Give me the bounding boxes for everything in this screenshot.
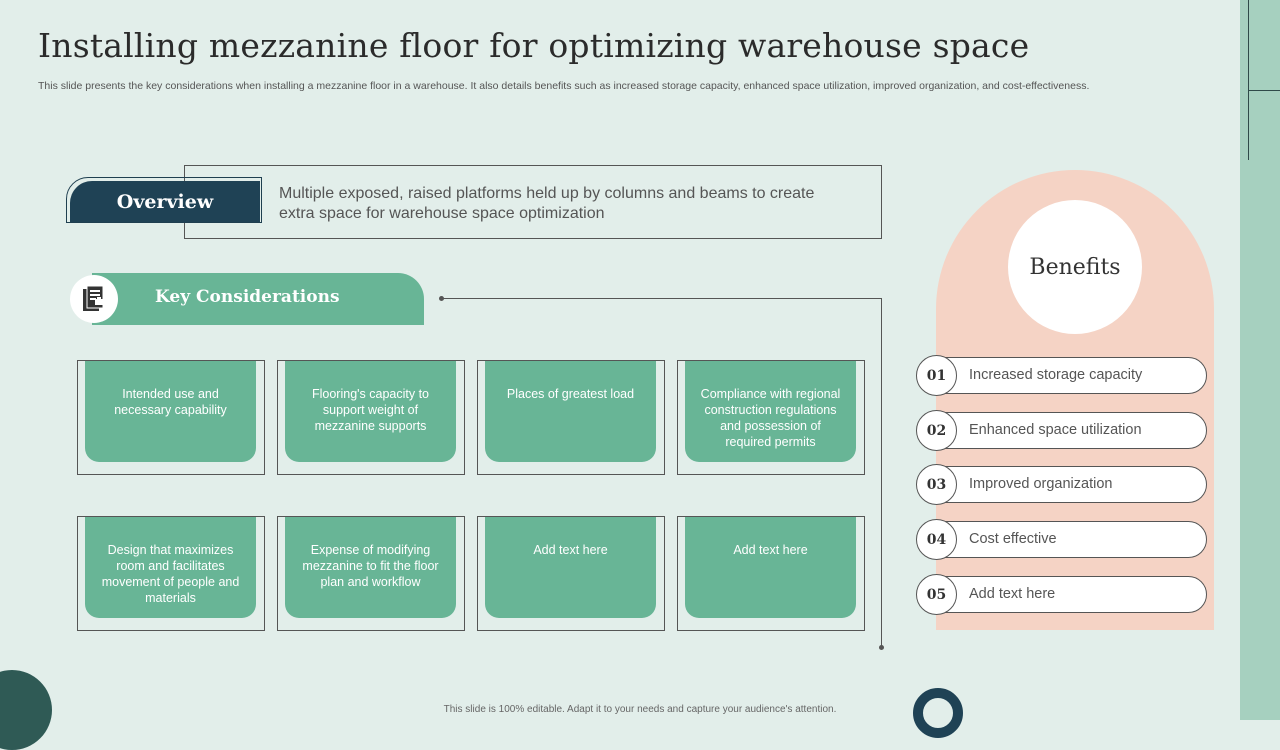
card-frame (77, 360, 265, 475)
card-frame (677, 516, 865, 631)
consideration-text: Places of greatest load (506, 387, 635, 401)
key-considerations-label: Key Considerations (155, 287, 340, 307)
key-considerations-bar (92, 273, 424, 325)
right-decorative-strip (1240, 0, 1280, 720)
benefit-pill (918, 521, 1207, 558)
benefit-number: 02 (916, 410, 957, 451)
benefit-text: Add text here (969, 586, 1056, 602)
strip-line-vertical (1248, 0, 1249, 160)
overview-text: Multiple exposed, raised platforms held … (279, 185, 815, 222)
consideration-card: Design that maximizes room and facilitat… (85, 517, 256, 618)
consideration-card: Intended use and necessary capability (85, 361, 256, 462)
consideration-card: Places of greatest load (485, 361, 656, 462)
card-frame (277, 360, 465, 475)
consideration-card: Add text here (685, 517, 856, 618)
key-considerations-icon-holder (70, 275, 118, 323)
benefit-number: 03 (916, 464, 957, 505)
overview-tab: Overview (70, 181, 260, 222)
benefit-number: 04 (916, 519, 957, 560)
card-frame (677, 360, 865, 475)
card-frame (277, 516, 465, 631)
consideration-text: Intended use and necessary capability (114, 387, 227, 417)
consideration-card: Compliance with regional construction re… (685, 361, 856, 462)
benefit-pill (918, 466, 1207, 503)
consideration-card: Expense of modifying mezzanine to fit th… (285, 517, 456, 618)
consideration-card: Add text here (485, 517, 656, 618)
page-subtitle: This slide presents the key consideratio… (38, 80, 1090, 92)
footer-note: This slide is 100% editable. Adapt it to… (443, 704, 837, 715)
card-frame (477, 360, 665, 475)
benefit-pill (918, 576, 1207, 613)
card-frame (477, 516, 665, 631)
connector-horizontal (441, 298, 882, 299)
benefits-heading: Benefits (1008, 200, 1142, 334)
benefit-text: Increased storage capacity (969, 367, 1143, 383)
consideration-text: Flooring's capacity to support weight of… (311, 387, 430, 433)
benefit-pill (918, 412, 1207, 449)
connector-dot-start (439, 296, 444, 301)
consideration-text: Compliance with regional construction re… (700, 387, 841, 449)
card-frame (77, 516, 265, 631)
connector-dot-end (879, 645, 884, 650)
page-title: Installing mezzanine floor for optimizin… (38, 26, 1030, 65)
consideration-text: Add text here (733, 543, 808, 557)
benefit-text: Improved organization (969, 476, 1113, 492)
consideration-text: Expense of modifying mezzanine to fit th… (302, 543, 439, 589)
benefit-number: 01 (916, 355, 957, 396)
overview-tab-outline (66, 177, 262, 223)
document-icon (83, 285, 104, 311)
consideration-text: Add text here (533, 543, 608, 557)
consideration-card: Flooring's capacity to support weight of… (285, 361, 456, 462)
strip-line-horizontal (1248, 90, 1280, 91)
connector-vertical (881, 298, 882, 648)
benefit-text: Cost effective (969, 531, 1057, 547)
benefit-text: Enhanced space utilization (969, 422, 1142, 438)
consideration-text: Design that maximizes room and facilitat… (101, 543, 240, 605)
benefit-number: 05 (916, 574, 957, 615)
